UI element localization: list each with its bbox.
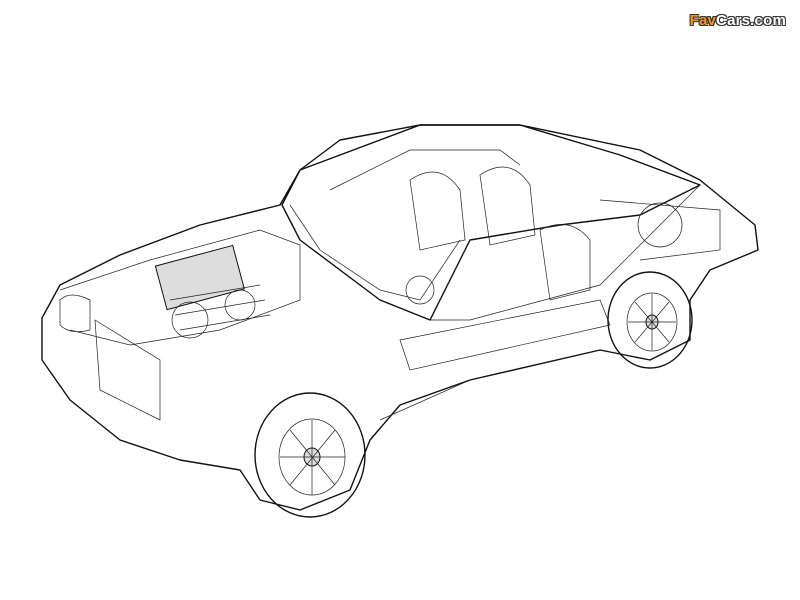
car-body-outline xyxy=(41,124,759,511)
watermark-part2: Cars.com xyxy=(716,12,786,29)
rear-wheel xyxy=(607,271,693,369)
favcars-watermark: FavCars.com xyxy=(690,12,786,29)
watermark-part1: Fav xyxy=(689,12,717,29)
front-wheel xyxy=(254,392,366,518)
